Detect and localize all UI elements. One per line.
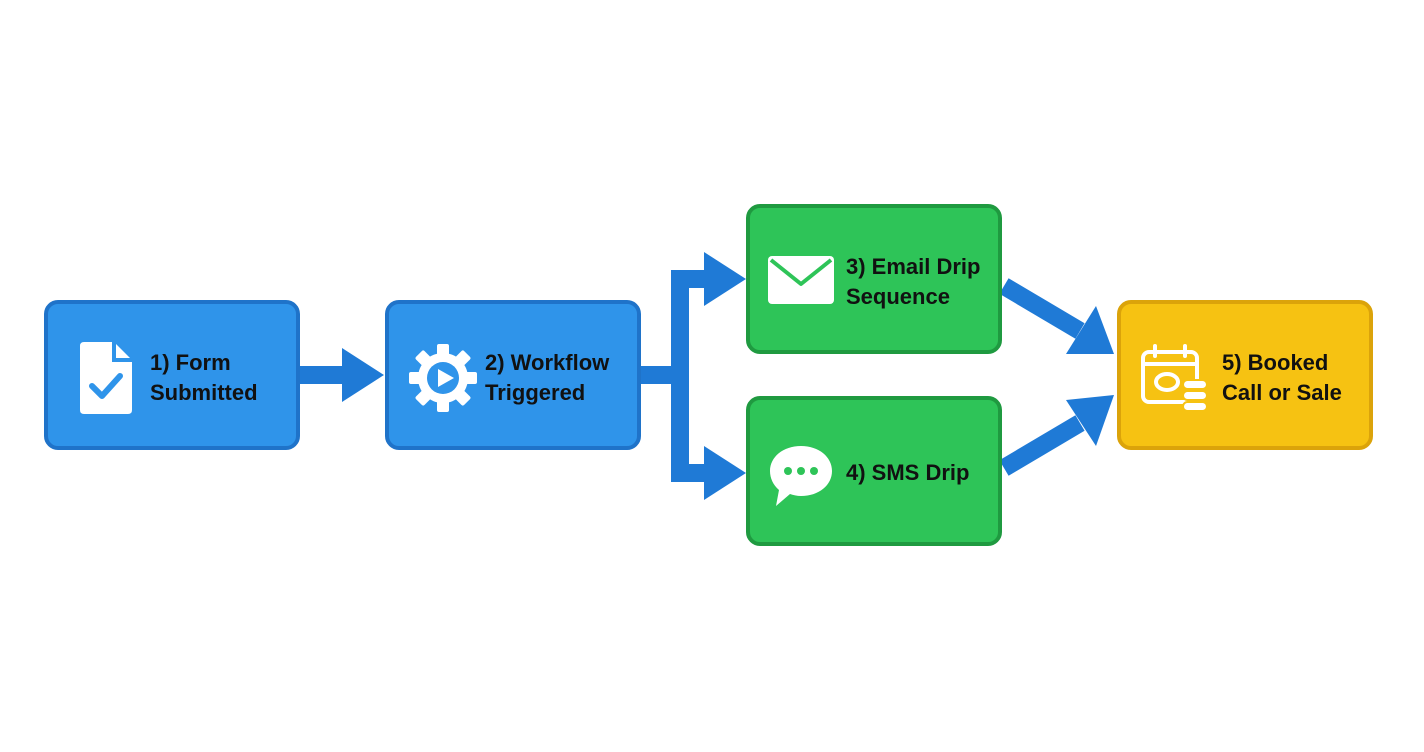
node-booked-call: 5) Booked Call or Sale bbox=[1117, 300, 1373, 450]
node-label: 4) SMS Drip bbox=[846, 460, 970, 485]
arrow-sms-to-booked bbox=[999, 395, 1114, 476]
node-label: 5) Booked Call or Sale bbox=[1222, 350, 1342, 405]
node-label: 3) Email Drip Sequence bbox=[846, 254, 981, 309]
node-label: 1) Form Submitted bbox=[150, 350, 258, 405]
envelope-icon bbox=[768, 256, 834, 304]
arrow-workflow-split bbox=[640, 252, 746, 500]
arrow-email-to-booked bbox=[999, 278, 1114, 354]
chat-bubble-icon bbox=[770, 446, 832, 506]
node-workflow-triggered: 2) Workflow Triggered bbox=[385, 300, 641, 450]
node-form-submitted: 1) Form Submitted bbox=[44, 300, 300, 450]
gear-play-icon bbox=[409, 344, 477, 412]
calendar-coins-icon bbox=[1141, 344, 1208, 412]
arrow-form-to-workflow bbox=[300, 348, 384, 402]
document-check-icon bbox=[80, 342, 132, 414]
node-sms-drip: 4) SMS Drip bbox=[746, 396, 1002, 546]
node-email-drip: 3) Email Drip Sequence bbox=[746, 204, 1002, 354]
node-label: 2) Workflow Triggered bbox=[485, 350, 610, 405]
